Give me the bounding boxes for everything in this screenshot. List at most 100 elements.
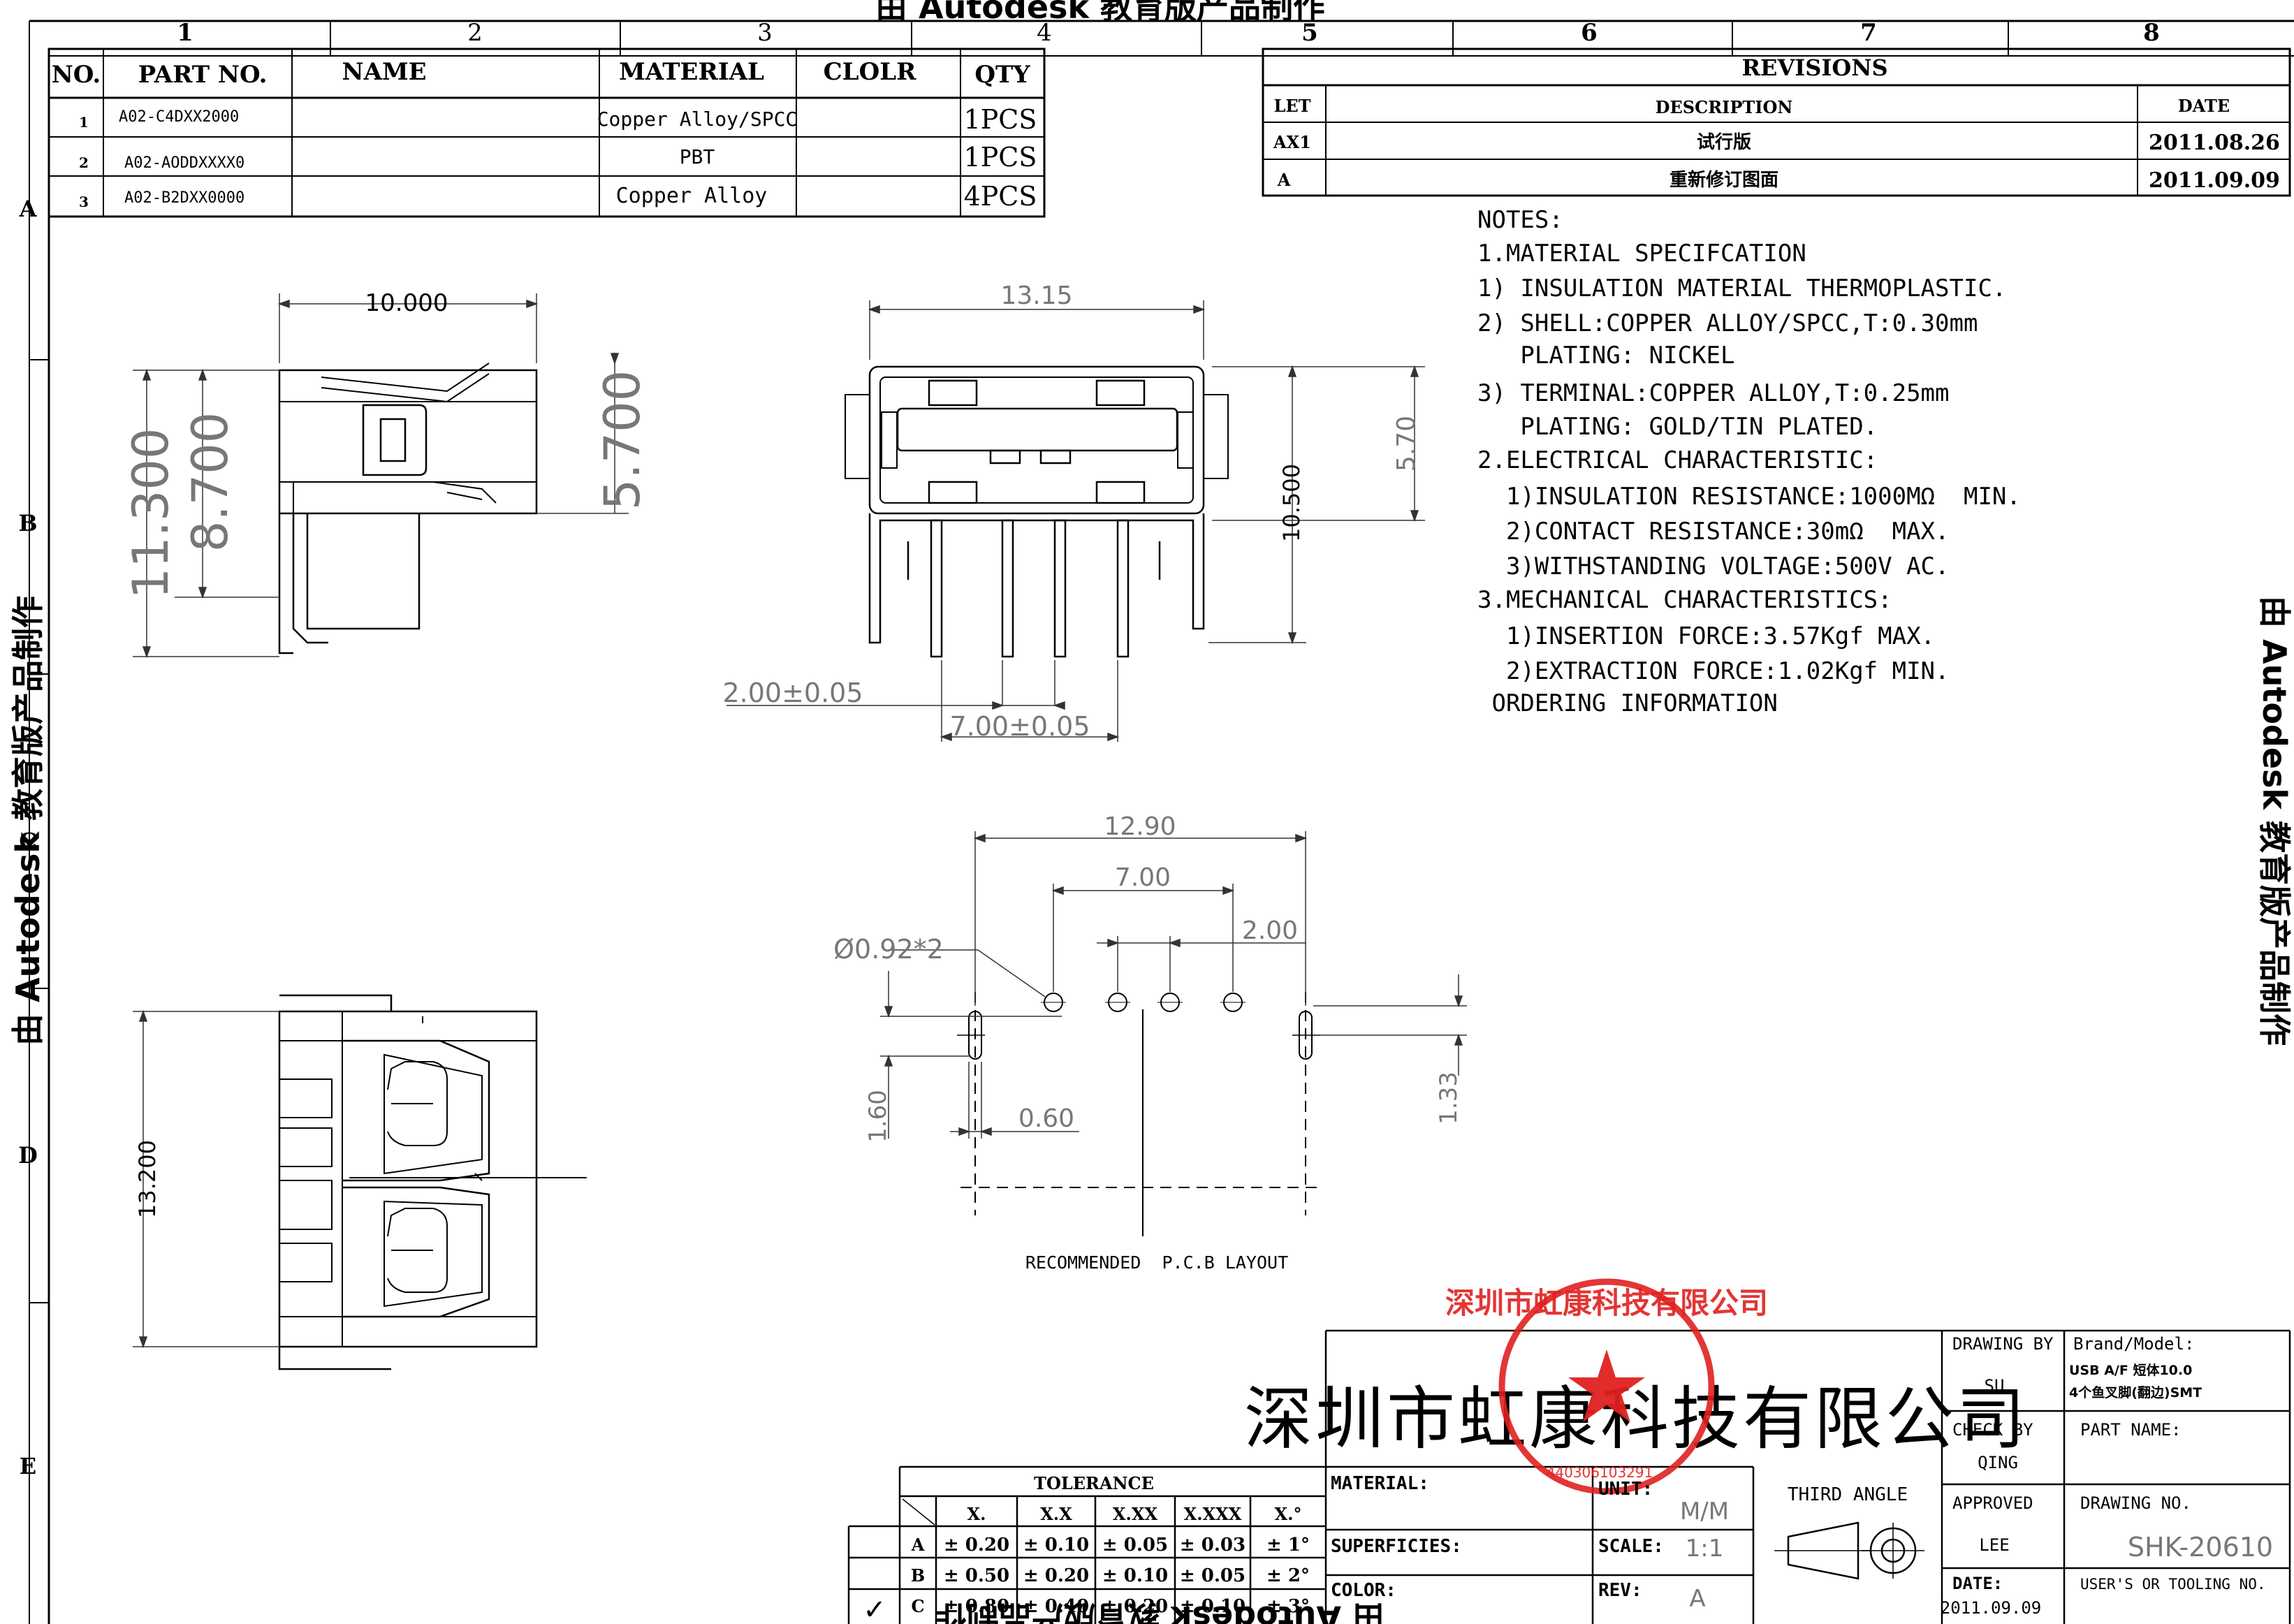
zone-row-b: B xyxy=(18,510,37,536)
zone-col-6: 6 xyxy=(1581,19,1598,47)
notes-line-11: 3.MECHANICAL CHARACTERISTICS: xyxy=(1477,586,1892,614)
notes-line-9: 2)CONTACT RESISTANCE:30mΩ MAX. xyxy=(1477,518,1950,546)
bom-row-1-part: A02-C4DXX2000 xyxy=(119,108,239,126)
dim-side-height-total: 11.300 xyxy=(122,428,180,599)
tolerance-header-x: X. xyxy=(967,1504,986,1524)
tolerance-b-xxx: ± 0.10 xyxy=(1102,1565,1168,1586)
tolerance-header-deg: X.° xyxy=(1275,1504,1302,1524)
zone-col-4: 4 xyxy=(1037,19,1052,47)
watermark-top: 由 Autodesk 教育版产品制作 xyxy=(875,0,1325,26)
tolerance-a-xxx: ± 0.05 xyxy=(1102,1535,1168,1556)
tolerance-b-xxxx: ± 0.05 xyxy=(1180,1565,1245,1586)
pcb-layout xyxy=(957,992,1320,1236)
bom-header-color: CLOLR xyxy=(824,58,916,86)
dim-front-height-left: 10.500 xyxy=(1278,464,1305,542)
revisions-row-1-let: AX1 xyxy=(1273,132,1311,152)
bottom-view xyxy=(278,994,587,1370)
bom-row-2-no: 2 xyxy=(79,154,89,171)
label-superficies: SUPERFICIES: xyxy=(1331,1536,1462,1557)
label-check-by: CHECK BY xyxy=(1952,1420,2033,1440)
bom-header-qty: QTY xyxy=(974,61,1030,89)
notes-line-5: 3) TERMINAL:COPPER ALLOY,T:0.25mm xyxy=(1477,379,1950,407)
notes-line-6: PLATING: GOLD/TIN PLATED. xyxy=(1477,413,1878,441)
bom-row-3-no: 3 xyxy=(79,193,89,210)
bom-row-2-part: A02-AODDXXXX0 xyxy=(124,154,244,172)
label-unit: UNIT: xyxy=(1598,1479,1653,1500)
revisions-header-let: LET xyxy=(1273,96,1310,116)
bottom-view-dimensions xyxy=(133,1009,279,1349)
notes-line-10: 3)WITHSTANDING VOLTAGE:500V AC. xyxy=(1477,553,1950,580)
tolerance-a-deg: ± 1° xyxy=(1266,1535,1310,1556)
notes-line-0: NOTES: xyxy=(1477,206,1563,234)
front-view-dimensions xyxy=(726,300,1425,742)
watermark-bottom: 由 Autodesk 教育版产品制作 xyxy=(935,1599,1385,1624)
dim-pcb-pitch-large: 7.00 xyxy=(1115,863,1171,892)
zone-ticks xyxy=(29,21,2009,1303)
tolerance-c-x: ± 0.80 xyxy=(944,1596,1009,1617)
dim-side-height-top: 5.700 xyxy=(594,370,651,510)
value-brand-line-2: 4个鱼叉脚(翻边)SMT xyxy=(2069,1384,2202,1400)
dim-front-height-right: 5.70 xyxy=(1392,416,1421,471)
bom-table: NO. PART NO. NAME MATERIAL CLOLR QTY 1 A… xyxy=(48,47,1046,218)
revisions-table: REVISIONS LET DESCRIPTION DATE AX1 试行版 2… xyxy=(1262,47,2291,197)
watermark-right: 由 Autodesk 教育版产品制作 xyxy=(2256,596,2293,1046)
dim-pcb-width: 12.90 xyxy=(1104,812,1176,841)
zone-row-c: C xyxy=(19,828,36,854)
watermark-left: 由 Autodesk 教育版产品制作 xyxy=(9,596,47,1046)
zone-col-2: 2 xyxy=(467,19,483,47)
value-unit: M/M xyxy=(1680,1498,1729,1526)
revisions-row-2-let: A xyxy=(1277,170,1291,190)
dim-pcb-pitch-small: 2.00 xyxy=(1242,916,1298,945)
tolerance-b-x: ± 0.50 xyxy=(944,1565,1009,1586)
tolerance-check-mark: ✓ xyxy=(863,1594,886,1624)
pcb-dimensions xyxy=(880,831,1467,1139)
bom-row-1-qty: 1PCS xyxy=(964,104,1037,135)
zone-row-a: A xyxy=(19,196,38,222)
dim-front-width: 13.15 xyxy=(1000,281,1072,310)
tolerance-header-xxx: X.XX xyxy=(1113,1504,1158,1524)
label-rev: REV: xyxy=(1598,1580,1642,1601)
third-angle-label: THIRD ANGLE xyxy=(1788,1484,1908,1505)
zone-col-8: 8 xyxy=(2143,19,2160,47)
tolerance-table xyxy=(847,1331,1327,1624)
zone-col-7: 7 xyxy=(1860,19,1877,47)
notes-line-7: 2.ELECTRICAL CHARACTERISTIC: xyxy=(1477,446,1878,474)
tolerance-header-xxxx: X.XXX xyxy=(1184,1504,1242,1524)
title-block-text: MATERIAL: UNIT: M/M SUPERFICIES: SCALE: … xyxy=(1331,1334,2273,1618)
tolerance-c-xxx: ± 0.20 xyxy=(1102,1596,1168,1617)
pcb-caption: RECOMMENDED P.C.B LAYOUT xyxy=(1025,1252,1288,1273)
bom-header-material: MATERIAL xyxy=(619,58,764,86)
revisions-header-date: DATE xyxy=(2178,96,2230,116)
label-drawing-no: DRAWING NO. xyxy=(2080,1493,2191,1513)
stamp-code: 440306103291 xyxy=(1547,1464,1653,1481)
dim-pcb-right-h: 1.33 xyxy=(1435,1071,1463,1125)
tolerance-b-deg: ± 2° xyxy=(1266,1565,1310,1586)
revisions-row-1-date: 2011.08.26 xyxy=(2149,131,2280,155)
bom-header-no: NO. xyxy=(52,61,101,89)
dim-side-height-body: 8.700 xyxy=(182,412,239,552)
zone-row-e: E xyxy=(20,1453,36,1479)
tolerance-header-xx: X.X xyxy=(1040,1504,1072,1524)
tolerance-grade-a: A xyxy=(911,1535,925,1555)
label-color: COLOR: xyxy=(1331,1580,1396,1601)
revisions-header-description: DESCRIPTION xyxy=(1656,97,1793,117)
label-scale: SCALE: xyxy=(1598,1536,1664,1557)
value-check-by: QING xyxy=(1978,1453,2018,1472)
value-rev: A xyxy=(1689,1585,1705,1613)
company-name: 深圳市虹康科技有限公司 xyxy=(1244,1380,2028,1459)
notes-line-13: 2)EXTRACTION FORCE:1.02Kgf MIN. xyxy=(1477,657,1950,685)
tolerance-c-xxxx: ± 0.10 xyxy=(1180,1596,1245,1617)
zone-labels: 1 2 3 4 5 6 7 8 A B C D E xyxy=(18,19,2160,1479)
bom-header-part: PART NO. xyxy=(138,61,268,89)
notes-line-12: 1)INSERTION FORCE:3.57Kgf MAX. xyxy=(1477,622,1935,650)
label-brand-model: Brand/Model: xyxy=(2073,1334,2194,1354)
dim-pitch-large: 7.00±0.05 xyxy=(949,711,1090,742)
dim-bottom-length: 13.200 xyxy=(134,1140,161,1218)
tolerance-grade-c: C xyxy=(911,1596,924,1616)
value-approved: LEE xyxy=(1979,1535,2009,1555)
bom-row-1-no: 1 xyxy=(79,114,89,131)
value-brand-line-1: USB A/F 短体10.0 xyxy=(2069,1362,2192,1378)
tolerance-c-deg: ± 3° xyxy=(1266,1596,1310,1617)
notes-block: NOTES: 1.MATERIAL SPECIFCATION 1) INSULA… xyxy=(1477,206,2021,717)
